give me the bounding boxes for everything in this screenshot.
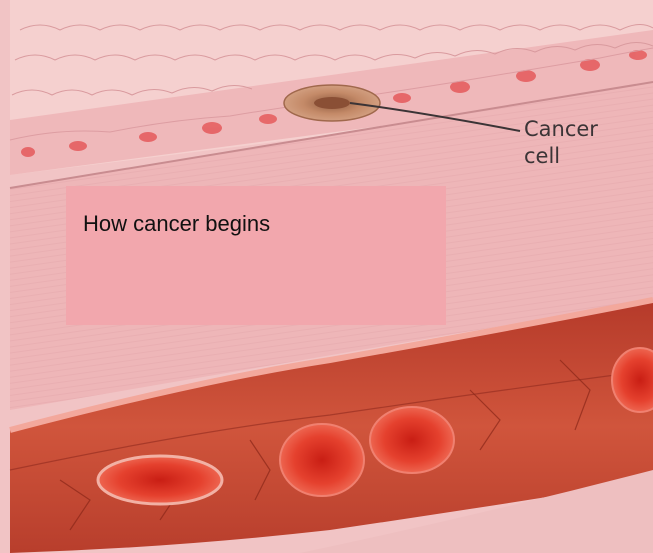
red-blood-cells xyxy=(96,347,653,506)
callout-line-2: cell xyxy=(524,144,561,168)
diagram-title: How cancer begins xyxy=(83,211,271,236)
red-blood-cell xyxy=(369,406,455,474)
cancer-cell-label: Cancer cell xyxy=(524,116,644,170)
red-blood-cell xyxy=(611,347,653,413)
title-box: How cancer begins xyxy=(66,186,446,325)
red-blood-cell xyxy=(279,423,365,497)
callout-leader-line xyxy=(349,102,521,132)
callout-line-1: Cancer xyxy=(524,117,598,141)
red-blood-cell xyxy=(96,454,224,506)
cell-nuclei xyxy=(21,50,647,157)
epithelial-cells xyxy=(11,24,653,96)
cancer-cell-nucleus xyxy=(314,97,350,109)
